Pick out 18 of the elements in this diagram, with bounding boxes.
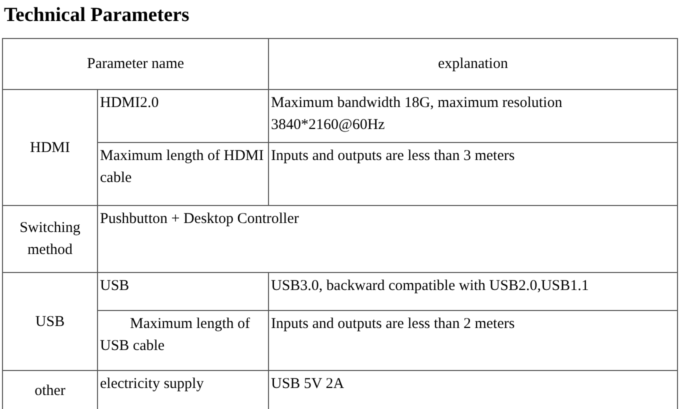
table-cell: USB	[2, 272, 98, 370]
column-header: Parameter name	[2, 38, 268, 90]
table-cell: Switching method	[2, 206, 98, 272]
table-cell: USB3.0, backward compatible with USB2.0,USB1.1	[268, 272, 678, 310]
table-cell: HDMI	[2, 90, 98, 206]
table-cell: USB	[98, 272, 268, 310]
table-cell: Inputs and outputs are less than 2 meters	[268, 310, 678, 370]
table-cell: Maximum length of USB cable	[98, 310, 268, 370]
table-cell: HDMI2.0	[98, 90, 268, 142]
table-cell: USB 5V 2A	[268, 370, 678, 409]
table-cell: Pushbutton + Desktop Controller	[98, 206, 678, 272]
table-cell: Inputs and outputs are less than 3 meters	[268, 142, 678, 206]
column-header: explanation	[268, 38, 678, 90]
table-cell: Maximum length of HDMI cable	[98, 142, 268, 206]
table-title: Technical Parameters	[4, 4, 190, 27]
table-cell: other	[2, 370, 98, 409]
table-cell: electricity supply	[98, 370, 268, 409]
table-cell: Maximum bandwidth 18G, maximum resolution 3840*2160@60Hz	[268, 90, 678, 142]
